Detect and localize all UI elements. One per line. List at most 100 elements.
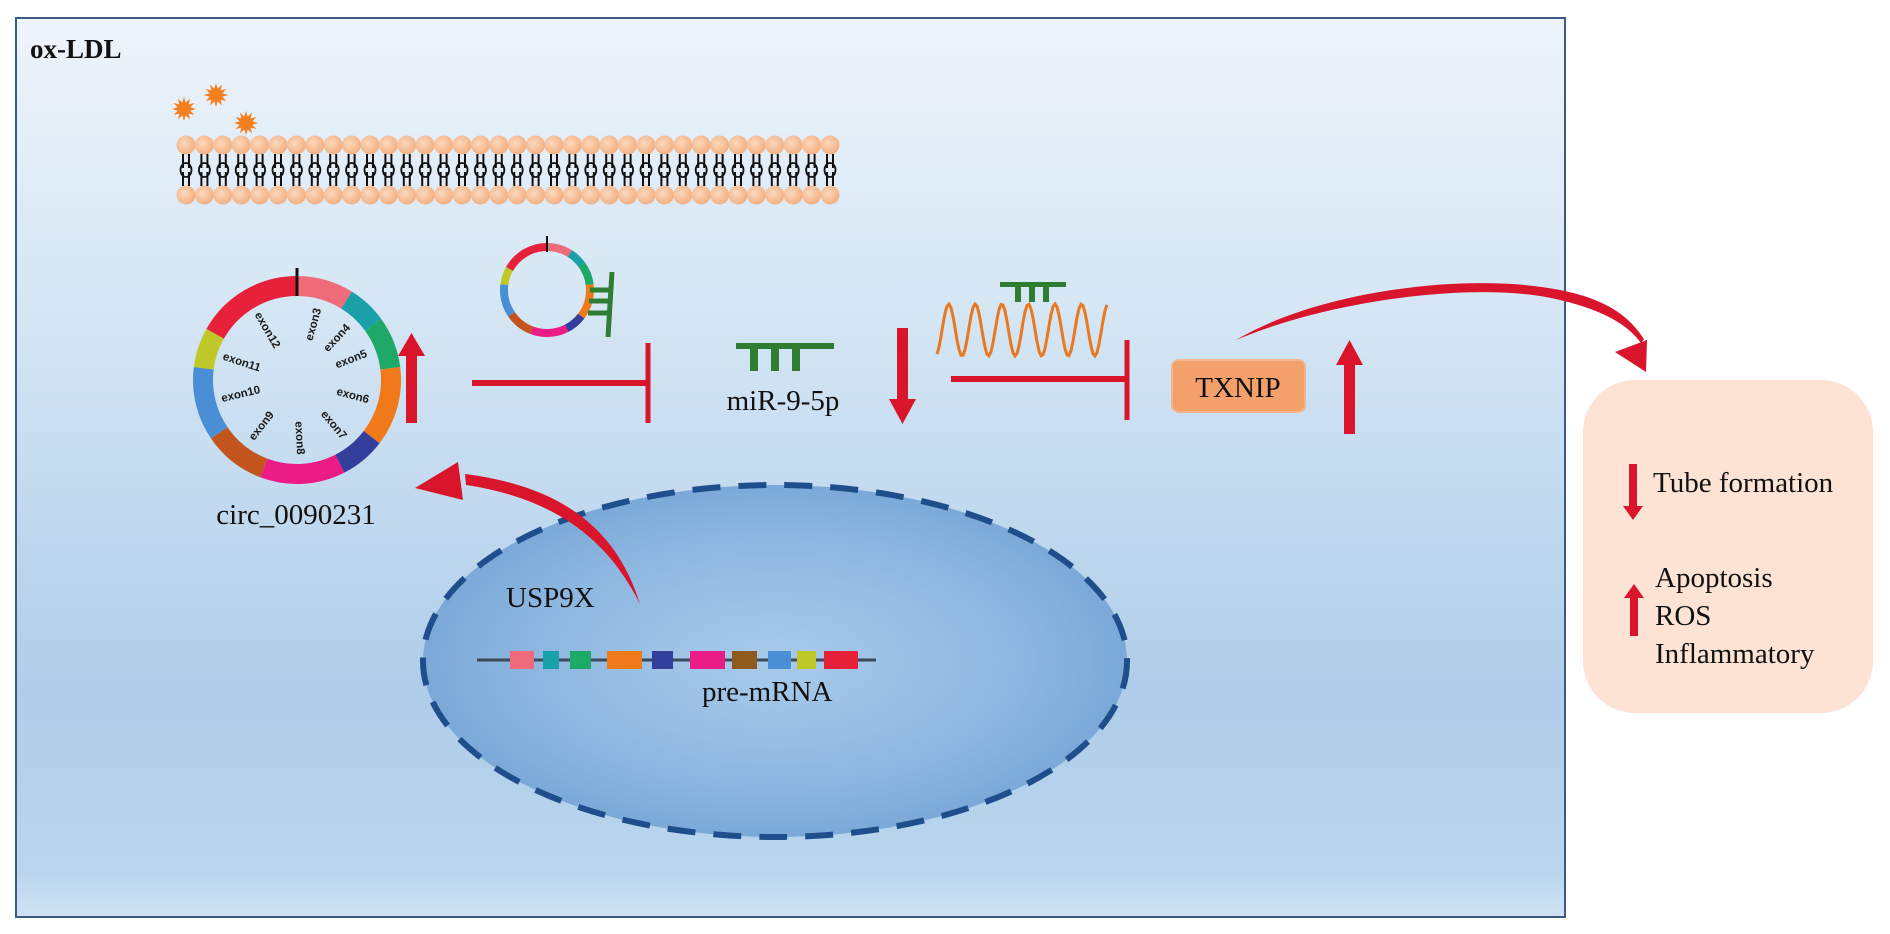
lipid-head <box>746 185 766 205</box>
circrna-label: circ_0090231 <box>216 499 375 531</box>
lipid-tail <box>197 162 211 178</box>
outcome-increased-apoptosis: Apoptosis <box>1655 562 1773 594</box>
lipid-tail <box>678 154 687 186</box>
lipid-head <box>176 185 196 205</box>
pre-mrna-exon-block <box>510 651 534 669</box>
lipid-head <box>397 135 417 155</box>
lipid-head <box>562 185 582 205</box>
exon-segment-exon12 <box>206 276 298 339</box>
txnip-to-outcomes-curved-arrow-icon <box>1236 283 1647 372</box>
lipid-tail <box>789 154 798 186</box>
ox-ldl-particle <box>234 111 258 135</box>
lipid-head <box>452 135 472 155</box>
lipid-head <box>286 185 306 205</box>
lipid-head <box>820 185 840 205</box>
lipid-tail <box>529 162 542 178</box>
pre-mrna-exons <box>510 651 858 669</box>
exon-segment-exon9 <box>211 427 268 478</box>
lipid-head <box>305 135 325 155</box>
mirna-label: miR-9-5p <box>727 385 840 417</box>
txnip-label: TXNIP <box>1195 372 1280 404</box>
ox-ldl-particle <box>172 97 196 121</box>
lipid-head <box>765 185 785 205</box>
outcome-increased-ros: ROS <box>1655 600 1711 632</box>
lipid-tail <box>715 154 724 186</box>
mirna-icon <box>736 343 834 371</box>
exon-segment-exon7 <box>334 430 380 473</box>
lipid-head <box>728 185 748 205</box>
lipid-tail <box>694 162 708 178</box>
lipid-head <box>802 185 822 205</box>
lipid-tail <box>752 154 761 186</box>
pre-mrna-exon-block <box>607 651 642 669</box>
lipid-head <box>470 185 490 205</box>
exon-segment-exon4 <box>567 250 586 268</box>
lipid-head <box>746 135 766 155</box>
lipid-head <box>526 135 546 155</box>
lipid-tail <box>642 154 650 186</box>
lipid-head <box>470 135 490 155</box>
lipid-head <box>654 135 674 155</box>
lipid-tail <box>510 162 524 178</box>
mirna-bound-to-circrna-icon <box>588 271 615 338</box>
lipid-head <box>544 185 564 205</box>
lipid-tail <box>216 162 230 178</box>
lipid-tail <box>639 162 653 178</box>
lipid-tail <box>494 154 503 186</box>
lipid-tail <box>400 162 414 178</box>
lipid-head <box>250 185 270 205</box>
lipid-head <box>654 185 674 205</box>
lipid-head <box>360 135 380 155</box>
lipid-tail <box>271 162 285 178</box>
mrna-wave-icon <box>935 301 1109 359</box>
lipid-tail <box>568 154 577 186</box>
lipid-head <box>820 135 840 155</box>
lipid-tail <box>713 162 726 178</box>
lipid-tail <box>473 162 487 178</box>
pre-mrna-exon-block <box>732 651 757 669</box>
lipid-head <box>397 185 417 205</box>
lipid-tail <box>439 154 448 186</box>
pre-mrna-exon-block <box>652 651 673 669</box>
lipid-tail <box>805 162 818 178</box>
lipid-tail <box>253 162 267 178</box>
lipid-tail <box>289 162 303 178</box>
lipid-tail <box>455 162 469 178</box>
outcome-decreased-tube-formation: Tube formation <box>1653 467 1834 499</box>
lipid-head <box>415 185 435 205</box>
exon-segment-exon6 <box>577 284 594 319</box>
lipid-head <box>636 185 656 205</box>
lipid-head <box>286 135 306 155</box>
transcript-label: pre-mRNA <box>702 676 833 708</box>
lipid-tail <box>381 162 395 178</box>
lipid-tail <box>237 154 246 186</box>
lipid-tail <box>345 162 359 178</box>
lipid-head <box>599 185 619 205</box>
lipid-tail <box>310 154 319 186</box>
lipid-head <box>360 185 380 205</box>
lipid-head <box>415 135 435 155</box>
increase-arrow-icon <box>1624 584 1644 636</box>
lipid-tail <box>513 154 522 186</box>
lipid-head <box>434 185 454 205</box>
exon-segment-exon4 <box>341 291 382 332</box>
txnip-upregulated-arrow-icon <box>1336 340 1363 434</box>
inhibition-symbol-circrna-mirna <box>472 343 651 423</box>
lipid-tail <box>492 162 506 178</box>
lipid-tail <box>234 162 248 178</box>
outcome-increased-inflammatory: Inflammatory <box>1655 638 1815 670</box>
lipid-head <box>231 185 251 205</box>
lipid-tail <box>329 154 338 186</box>
lipid-head <box>691 185 711 205</box>
ox-ldl-particles <box>172 83 258 135</box>
ox-ldl-particle-shape <box>172 97 196 121</box>
ox-ldl-particle <box>204 83 228 107</box>
lipid-head <box>802 135 822 155</box>
ox-ldl-particle-shape <box>204 83 228 107</box>
lipid-head <box>783 135 803 155</box>
lipid-head <box>268 135 288 155</box>
lipid-tail <box>731 162 745 178</box>
circrna-upregulated-arrow-icon <box>398 333 425 423</box>
lipid-tail <box>347 154 356 186</box>
